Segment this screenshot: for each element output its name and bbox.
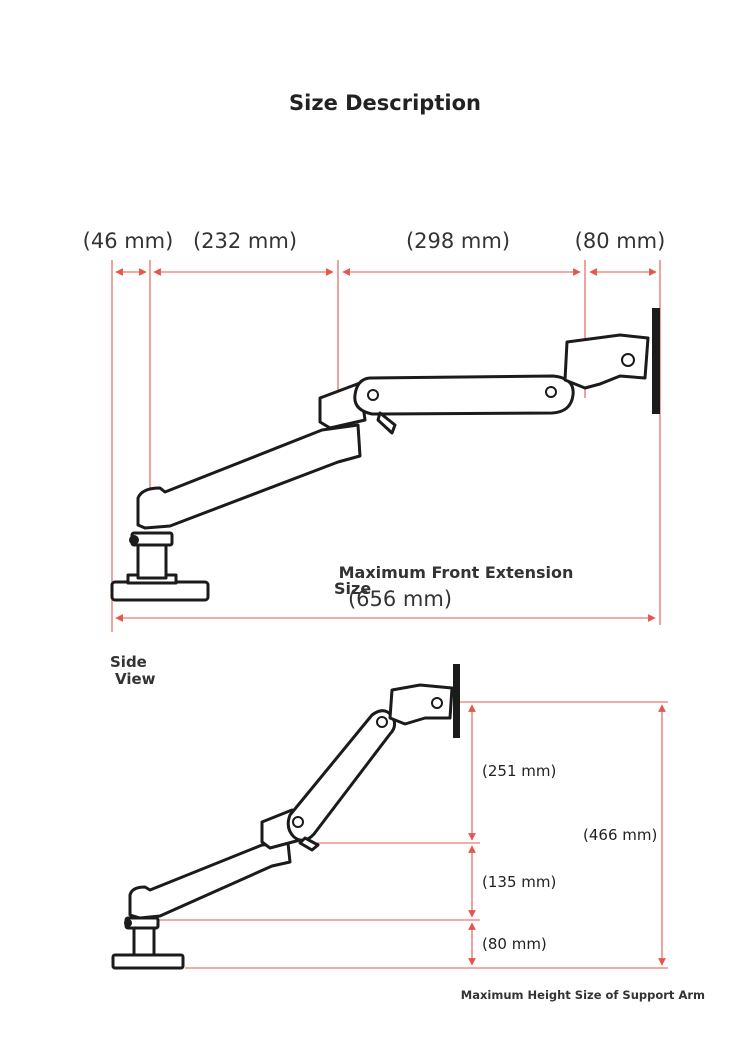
height-label-135: (135 mm) — [482, 873, 556, 891]
dim-label-232: (232 mm) — [193, 229, 297, 253]
monitor-arm-side-drawing — [110, 308, 660, 602]
clamp-knob — [129, 535, 139, 545]
extension-label-line2: Size — [334, 579, 371, 598]
raised-lower-arm — [128, 841, 292, 920]
head-connector — [563, 333, 650, 390]
bottom-dimension-lines — [150, 701, 668, 969]
upper-arm — [353, 374, 575, 416]
upper-arm-pivot-right — [545, 386, 557, 398]
page-title: Size Description — [289, 91, 481, 115]
raised-clamp-knob — [124, 919, 132, 927]
raised-pivot-low — [292, 816, 304, 828]
tilt-pivot — [621, 353, 635, 367]
dim-label-80: (80 mm) — [575, 229, 666, 253]
upper-arm-pivot-left — [367, 389, 379, 401]
monitor-arm-raised-drawing — [111, 664, 460, 970]
raised-vesa-plate — [453, 664, 460, 738]
desk-base — [110, 580, 210, 602]
height-label-251: (251 mm) — [482, 762, 556, 780]
dim-label-298: (298 mm) — [406, 229, 510, 253]
height-label-466: (466 mm) — [583, 826, 657, 844]
extension-label-line1: Maximum Front Extension — [339, 563, 574, 582]
lower-arm — [136, 423, 362, 530]
raised-spring-tab — [298, 836, 320, 852]
raised-pivot-high — [376, 716, 388, 728]
side-view-label-line1: Side — [110, 653, 147, 671]
pole — [136, 540, 168, 580]
spring-tab — [376, 411, 397, 435]
height-caption: Maximum Height Size of Support Arm — [461, 988, 705, 1002]
vesa-plate — [652, 308, 660, 414]
raised-tilt-pivot — [431, 697, 443, 709]
raised-head-connector — [388, 683, 454, 726]
dim-label-46: (46 mm) — [83, 229, 174, 253]
raised-upper-arm — [286, 709, 397, 842]
height-label-80: (80 mm) — [482, 935, 547, 953]
raised-desk-base — [111, 953, 185, 970]
extension-value: (656 mm) — [348, 587, 452, 611]
side-view-label-line2: View — [115, 670, 156, 688]
